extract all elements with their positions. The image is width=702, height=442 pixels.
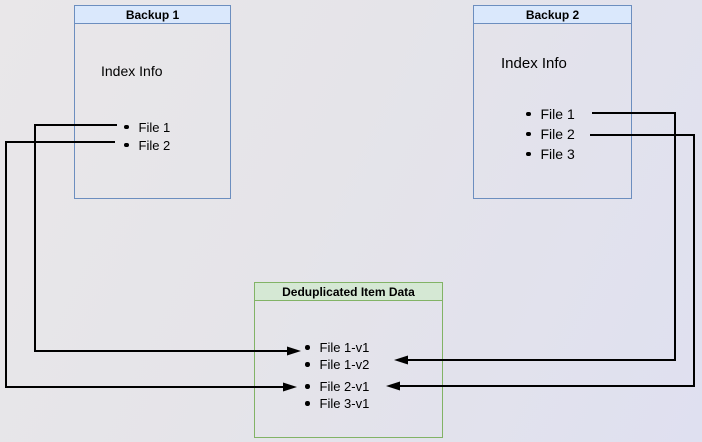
backup1-node: Backup 1 Index Info File 1 File 2 [74, 5, 231, 199]
bullet-icon [526, 131, 531, 137]
bullet-icon [305, 384, 310, 389]
bullet-icon [526, 151, 531, 157]
backup1-file-2: File 2 [138, 137, 171, 153]
backup2-title: Backup 2 [525, 7, 580, 22]
backup2-file-3: File 3 [540, 146, 575, 162]
dedup-item-file1-v1: File 1-v1 [319, 340, 370, 355]
backup1-file-list: File 1 File 2 [124, 118, 170, 154]
list-item: File 3 [526, 144, 575, 164]
backup2-file-2: File 2 [540, 126, 575, 142]
bullet-icon [124, 142, 129, 148]
dedup-item-file3-v1: File 3-v1 [319, 396, 370, 411]
backup2-index-info-label: Index Info [501, 55, 567, 72]
bullet-icon [526, 111, 531, 117]
list-item: File 1 [124, 118, 170, 136]
list-item: File 1 [526, 104, 575, 124]
bullet-icon [124, 124, 129, 130]
list-item: File 3-v1 [305, 395, 369, 412]
backup1-index-info-label: Index Info [101, 63, 163, 79]
dedup-item-file2-v1: File 2-v1 [319, 379, 370, 394]
bullet-icon [305, 401, 310, 406]
bullet-icon [305, 345, 310, 350]
dedup-item-file1-v2: File 1-v2 [319, 357, 370, 372]
dedup-node: Deduplicated Item Data File 1-v1 File 1-… [254, 282, 443, 438]
dedup-title: Deduplicated Item Data [282, 284, 415, 299]
list-item: File 1-v2 [305, 356, 369, 373]
backup1-header: Backup 1 [75, 6, 230, 24]
backup2-node: Backup 2 Index Info File 1 File 2 File 3 [473, 5, 632, 199]
dedup-item-list: File 1-v1 File 1-v2 File 2-v1 File 3-v1 [305, 339, 369, 412]
backup2-header: Backup 2 [474, 6, 631, 24]
backup1-file-1: File 1 [138, 119, 171, 135]
dedup-header: Deduplicated Item Data [255, 283, 442, 301]
backup1-title: Backup 1 [125, 7, 180, 22]
list-item: File 1-v1 [305, 339, 369, 356]
list-item: File 2 [526, 124, 575, 144]
list-item: File 2-v1 [305, 378, 369, 395]
backup2-file-list: File 1 File 2 File 3 [526, 104, 575, 164]
list-item: File 2 [124, 136, 170, 154]
backup2-file-1: File 1 [540, 106, 575, 122]
bullet-icon [305, 362, 310, 367]
